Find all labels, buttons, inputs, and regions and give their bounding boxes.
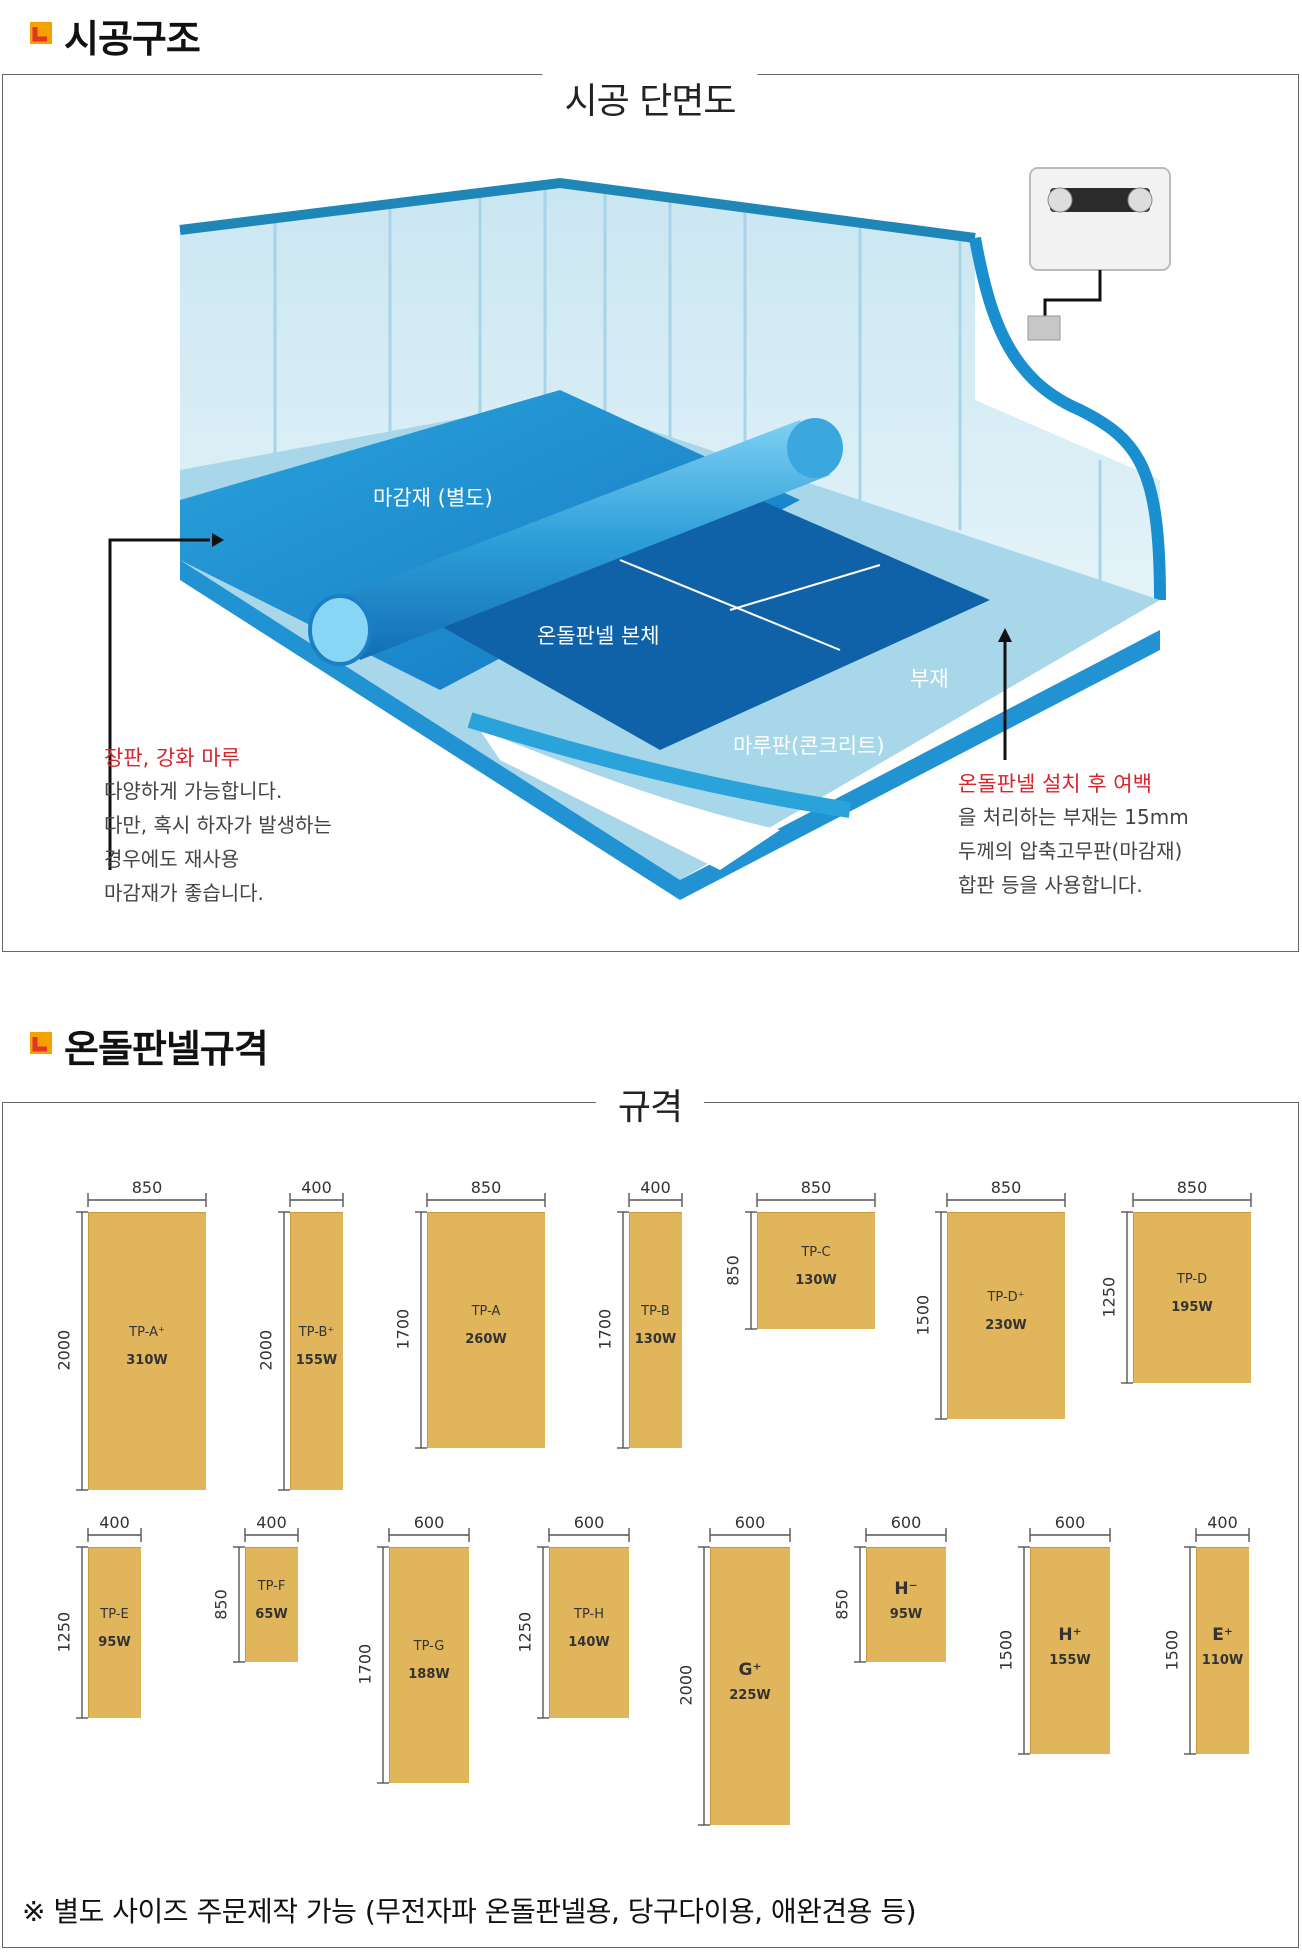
panel-wattage: 310W [126, 1353, 168, 1368]
heating-panel: TP-E 95W [88, 1547, 141, 1718]
left-note-line: 다양하게 가능합니다. [104, 779, 283, 803]
label-finish-material: 마감재 (별도) [373, 486, 493, 510]
panel-width-label: 600 [1054, 1513, 1086, 1532]
panel-height-label: 2000 [256, 1329, 276, 1371]
panel-name: TP-A⁺ [129, 1325, 165, 1340]
panel-name: TP-G [413, 1639, 445, 1654]
panel-height-label: 850 [211, 1588, 231, 1620]
construction-box-title: 시공 단면도 [542, 72, 758, 124]
panel-name: H⁻ [894, 1578, 918, 1599]
left-note-line: 마감재가 좋습니다. [104, 881, 264, 905]
label-panel-body: 온돌판넬 본체 [537, 624, 660, 648]
panel-wattage: 260W [465, 1332, 507, 1347]
panel-height-label: 1500 [996, 1629, 1016, 1670]
heating-panel: TP-H 140W [549, 1547, 629, 1718]
heating-panel: TP-A⁺ 310W [88, 1212, 206, 1490]
panel-wattage: 130W [634, 1332, 677, 1347]
label-member: 부재 [910, 667, 949, 691]
panel-width-label: 600 [890, 1513, 922, 1532]
panel-wattage: 230W [985, 1317, 1027, 1333]
panel-name: G⁺ [738, 1660, 762, 1680]
right-note-title: 온돌판넬 설치 후 여백 [958, 772, 1152, 796]
panel-height-label: 1500 [1162, 1629, 1182, 1670]
heating-panel: TP-D⁺ 230W [947, 1212, 1065, 1419]
panel-wattage: 155W [1049, 1652, 1091, 1668]
panel-wattage: 195W [1171, 1299, 1213, 1315]
panel-wattage: 155W [295, 1353, 338, 1368]
panel-wattage: 130W [795, 1272, 837, 1288]
panel-width-label: 850 [1176, 1178, 1208, 1197]
panel-wattage: 188W [408, 1667, 450, 1682]
panel-width-label: 850 [800, 1178, 832, 1197]
panel-name: E⁺ [1212, 1624, 1233, 1645]
left-note-line: 다만, 혹시 하자가 발생하는 [104, 813, 332, 837]
panel-name: TP-H [574, 1606, 604, 1622]
panel-width-label: 400 [640, 1178, 671, 1197]
panel-height-label: 2000 [676, 1664, 696, 1706]
section-title-panel-specs: 온돌판넬규격 [64, 1027, 269, 1071]
panel-height-label: 850 [832, 1588, 852, 1620]
heating-panel: TP-F 65W [245, 1547, 298, 1662]
panel-height-label: 1700 [595, 1308, 615, 1350]
heating-panel: E⁺ 110W [1196, 1547, 1249, 1754]
panel-name: TP-D⁺ [987, 1289, 1025, 1305]
right-note-line: 을 처리하는 부재는 15mm [958, 805, 1189, 829]
section-bullet-icon [30, 1032, 52, 1054]
panel-width-label: 850 [470, 1178, 502, 1197]
panel-height-label: 1700 [355, 1643, 375, 1685]
panel-width-label: 850 [131, 1178, 163, 1197]
panel-name: TP-D [1176, 1271, 1208, 1287]
panel-wattage: 110W [1201, 1652, 1244, 1668]
panel-height-label: 1500 [913, 1294, 933, 1335]
section-bullet-icon [30, 22, 52, 44]
panel-width-label: 600 [413, 1513, 445, 1532]
heating-panel: TP-A 260W [427, 1212, 545, 1448]
panel-height-label: 1250 [54, 1611, 74, 1652]
heating-panel: TP-G 188W [389, 1547, 469, 1783]
left-note-line: 경우에도 재사용 [104, 847, 240, 871]
panel-width-label: 600 [734, 1513, 766, 1532]
panel-width-label: 400 [256, 1513, 287, 1532]
heating-panel: TP-B 130W [629, 1212, 682, 1448]
panel-width-label: 400 [99, 1513, 130, 1532]
panel-height-label: 1250 [1099, 1276, 1119, 1317]
floor-cross-section-illustration [108, 167, 1171, 900]
heating-panel: TP-B⁺ 155W [290, 1212, 343, 1490]
panel-width-label: 400 [1207, 1513, 1238, 1532]
panel-width-label: 850 [990, 1178, 1022, 1197]
panel-wattage: 65W [255, 1606, 288, 1622]
panel-width-label: 600 [573, 1513, 605, 1532]
panel-wattage: 95W [98, 1634, 131, 1650]
panel-width-label: 400 [301, 1178, 332, 1197]
panel-name: H⁺ [1058, 1624, 1082, 1645]
label-concrete-floor: 마루판(콘크리트) [733, 734, 885, 758]
panel-name: TP-C [801, 1244, 831, 1260]
heating-panel: H⁺ 155W [1030, 1547, 1110, 1754]
heating-panel: TP-C 130W [757, 1212, 875, 1329]
panel-wattage: 225W [729, 1688, 771, 1703]
left-note-title: 장판, 강화 마루 [104, 746, 240, 770]
section-title-construction: 시공구조 [64, 17, 201, 61]
panel-height-label: 2000 [54, 1329, 74, 1371]
right-note-line: 두께의 압축고무판(마감재) [958, 839, 1183, 863]
panel-name: TP-A [471, 1304, 501, 1319]
panel-wattage: 140W [568, 1634, 610, 1650]
heating-panel: H⁻ 95W [866, 1547, 946, 1662]
panel-name: TP-B⁺ [298, 1325, 335, 1340]
panel-height-label: 1700 [393, 1308, 413, 1350]
heating-panel: TP-D 195W [1133, 1212, 1251, 1383]
panel-name: TP-B [641, 1304, 670, 1319]
panel-wattage: 95W [889, 1606, 923, 1622]
right-note-line: 합판 등을 사용합니다. [958, 873, 1143, 897]
panel-height-label: 1250 [515, 1611, 535, 1652]
panel-name: TP-F [257, 1578, 286, 1594]
panel-name: TP-E [100, 1606, 129, 1622]
heating-panel: G⁺ 225W [710, 1547, 790, 1825]
panel-height-label: 850 [723, 1254, 743, 1286]
custom-size-footnote: ※ 별도 사이즈 주문제작 가능 (무전자파 온돌판넬용, 당구다이용, 애완견… [22, 1895, 917, 1928]
spec-box-title: 규격 [595, 1078, 705, 1130]
